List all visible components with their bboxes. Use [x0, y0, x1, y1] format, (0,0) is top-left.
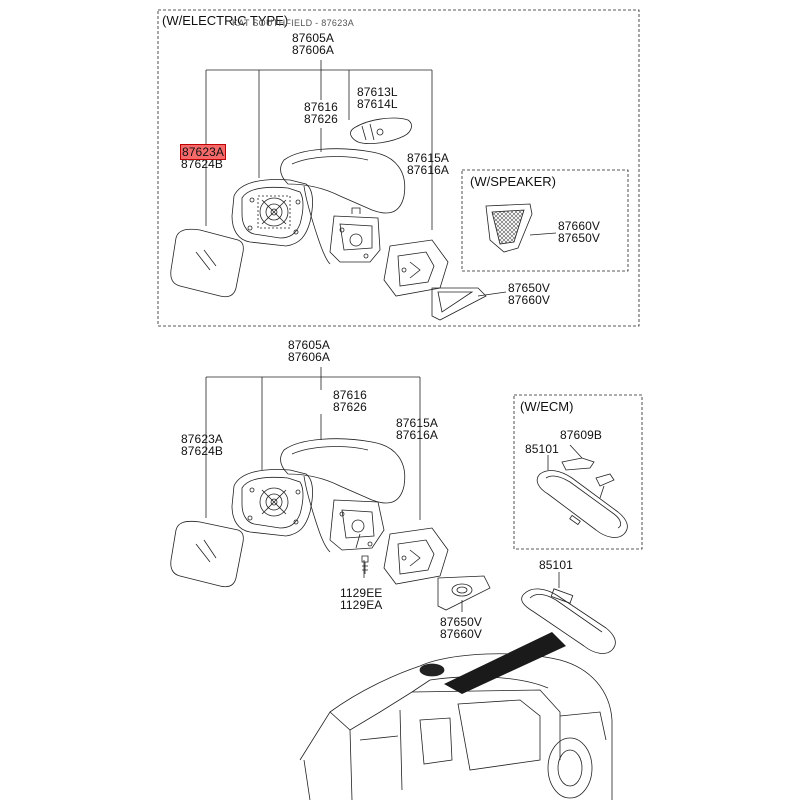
ecm-bracket [561, 457, 615, 499]
top-mirror-glass [170, 228, 244, 298]
electric-type-title: (W/ELECTRIC TYPE) [162, 13, 289, 28]
label-room-mirror[interactable]: 85101 [539, 558, 573, 572]
bottom-mirror-cover [280, 438, 406, 553]
top-triangle-garnish [431, 287, 487, 321]
bottom-bracket [329, 499, 385, 551]
electric-section-frame [157, 9, 640, 327]
ecm-rearview-mirror [536, 470, 628, 538]
highlighted-part-number: 87623A [180, 144, 226, 160]
ecm-section-frame [513, 394, 643, 550]
speaker-title: (W/SPEAKER) [470, 174, 556, 189]
vehicle-outline [299, 653, 613, 800]
room-mirror [521, 588, 616, 654]
label-ecm-mirror[interactable]: 85101 [525, 442, 559, 456]
top-leader-lines [205, 60, 557, 297]
top-side-lamp [350, 117, 412, 144]
top-mirror-cover [280, 148, 406, 265]
top-bracket [329, 207, 381, 263]
bottom-housing [383, 527, 449, 585]
ecm-title: (W/ECM) [520, 399, 574, 414]
bottom-actuator-plate [231, 469, 314, 537]
label-top-glass[interactable]: 87623A 87624B [180, 144, 226, 171]
bottom-triangle-garnish [437, 575, 491, 611]
label-ecm-bracket[interactable]: 87609B [560, 428, 602, 442]
speaker-section-frame [461, 169, 629, 272]
speaker-grille [485, 203, 533, 253]
bottom-bolt [361, 555, 369, 574]
watermark-text: KAT SOUTHFIELD - 87623A [232, 18, 355, 28]
top-actuator-plate [231, 179, 314, 247]
bottom-leader-lines [205, 367, 583, 612]
callout-band [444, 632, 566, 694]
bottom-mirror-glass [170, 520, 244, 588]
